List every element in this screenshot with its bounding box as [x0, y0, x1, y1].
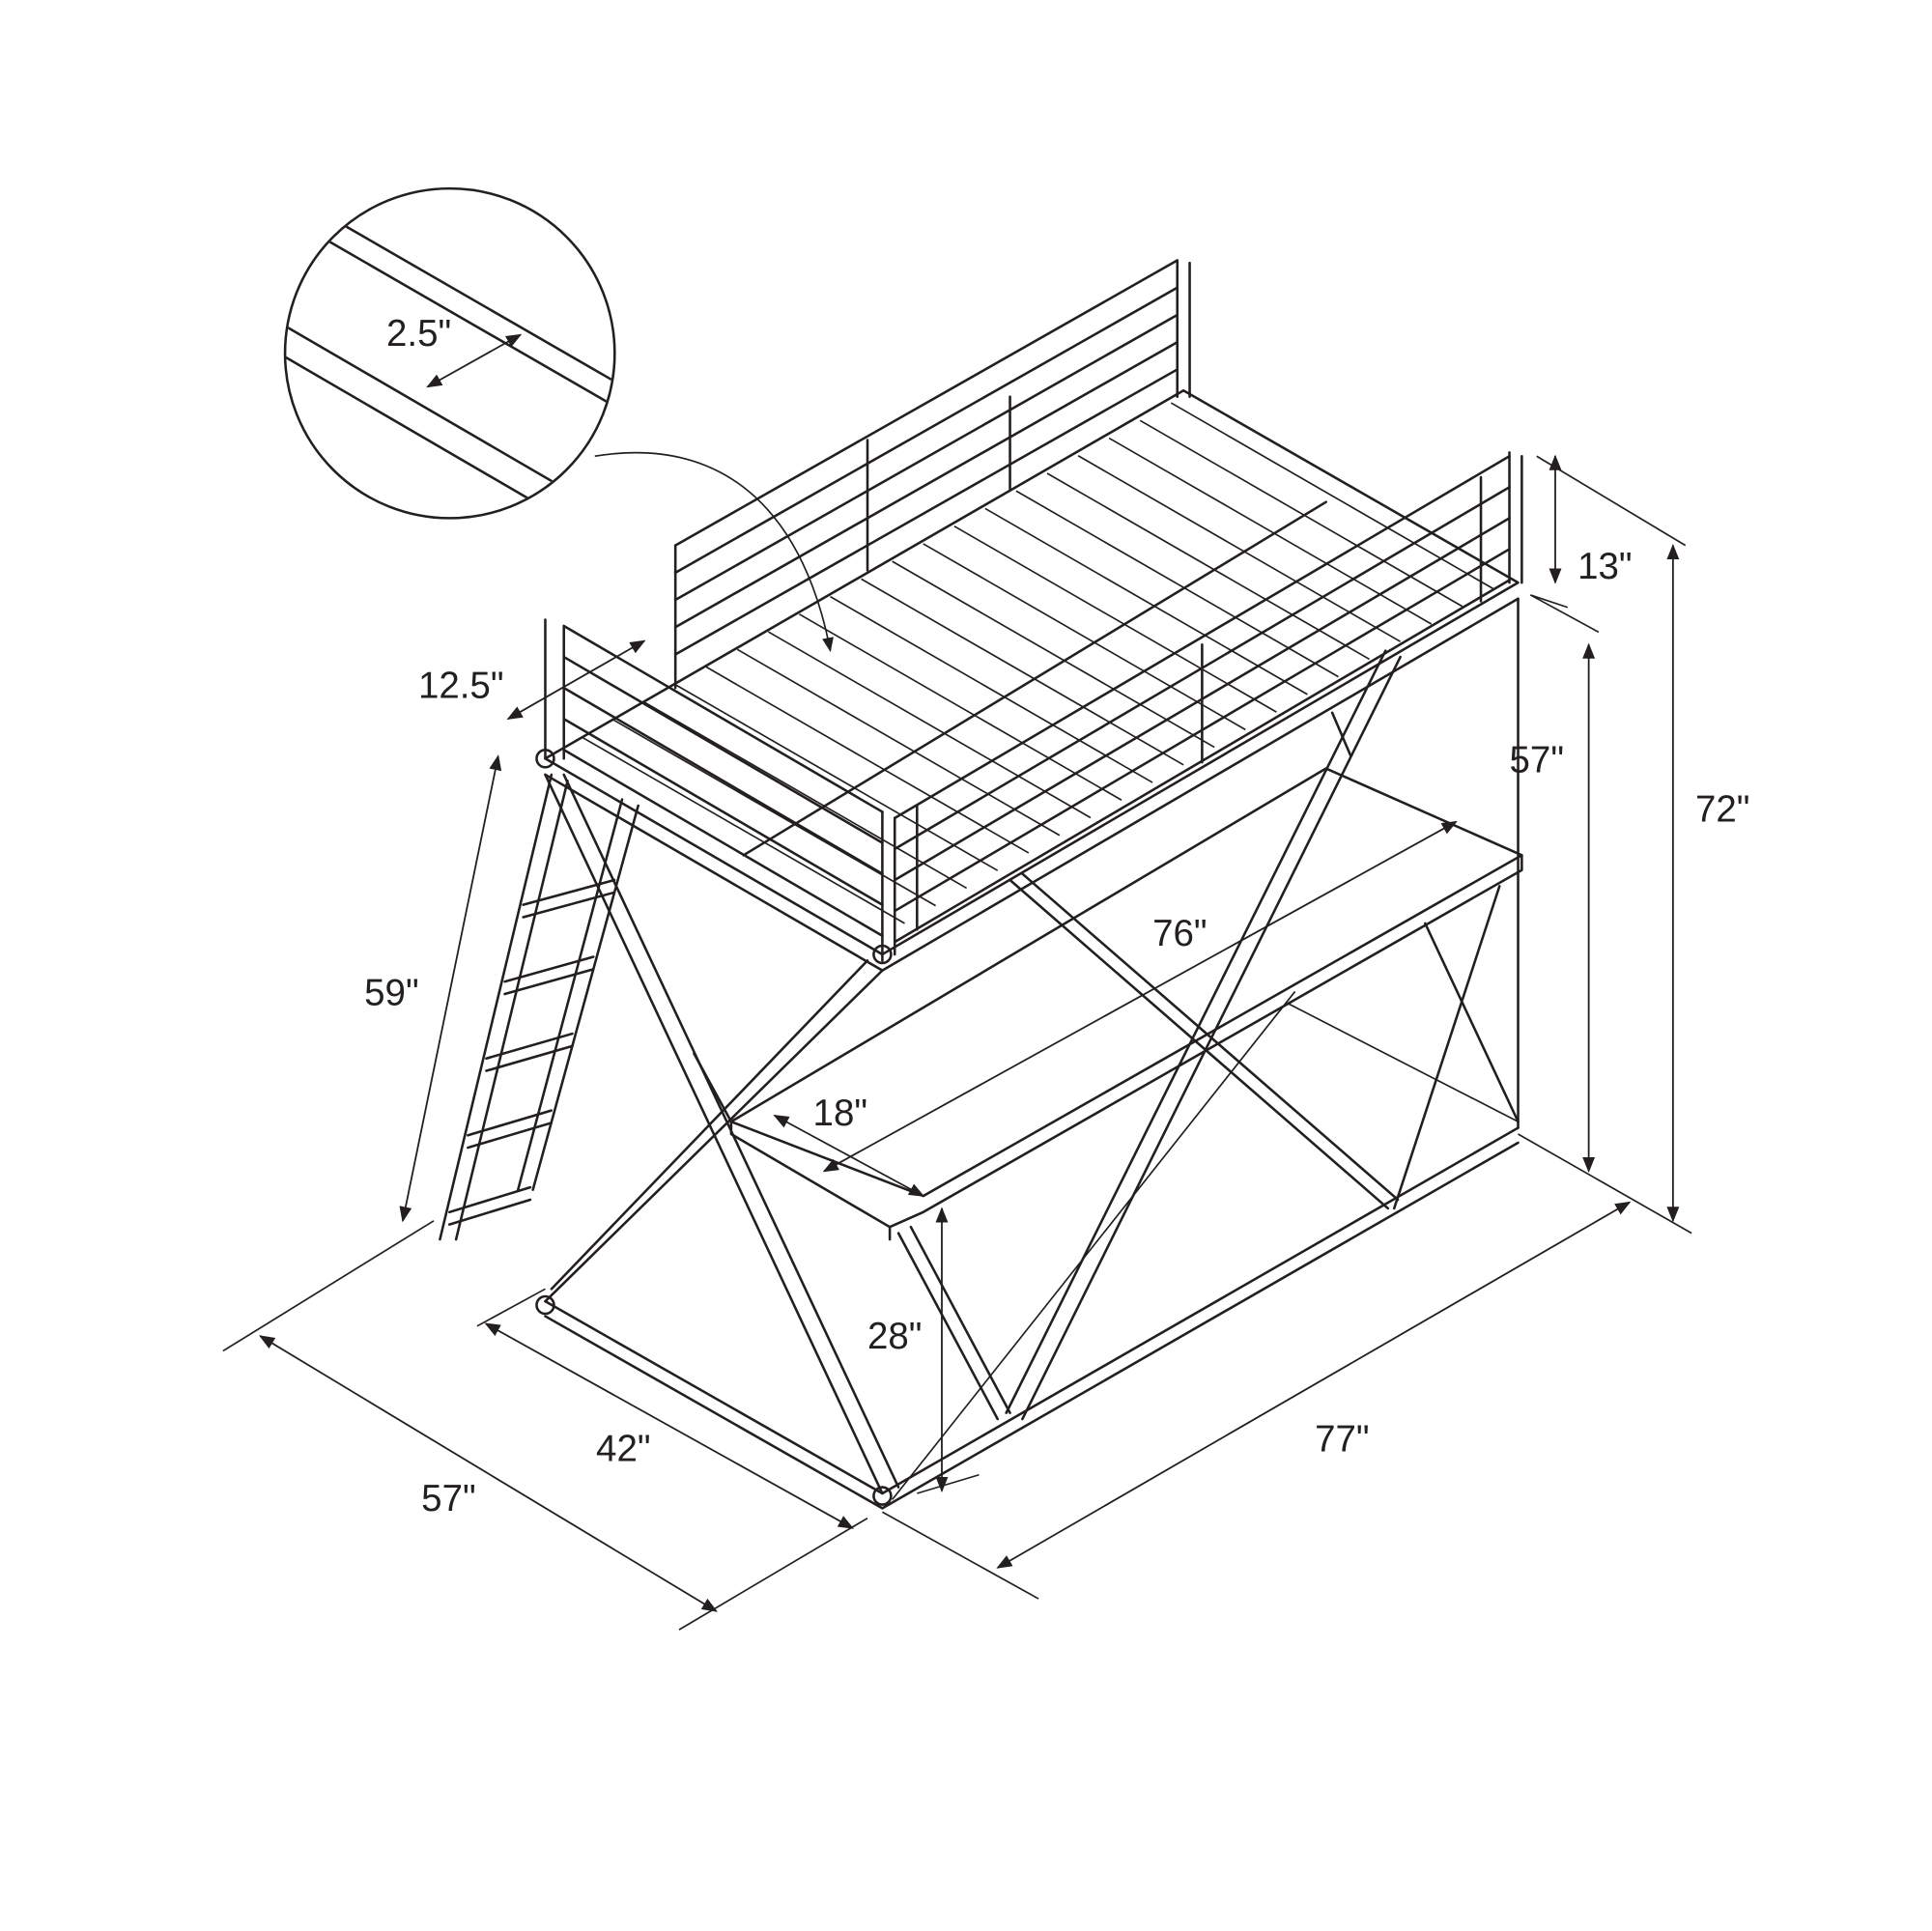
ladder-rung — [485, 1032, 574, 1060]
desk-length-label: 76" — [1152, 913, 1207, 954]
guardrail-height-label: 13" — [1577, 546, 1632, 587]
slat-width-label: 2.5" — [386, 313, 451, 355]
bed-frame — [535, 259, 1523, 1510]
bed-slat — [861, 578, 1184, 766]
bed-slat — [799, 613, 1122, 801]
back-guard-rail — [673, 340, 1179, 629]
desk-depth-label: 18" — [813, 1093, 867, 1134]
bed-slat — [705, 666, 1030, 854]
back-guard-rail — [673, 368, 1179, 656]
bed-slat — [953, 525, 1277, 713]
inner-width-label: 42" — [596, 1429, 650, 1470]
front-guard-rail — [893, 454, 1511, 820]
dimension-lines — [222, 454, 1692, 1631]
ladder-length-label: 59" — [364, 973, 418, 1014]
total-length-label: 77" — [1315, 1418, 1369, 1460]
bed-slat — [892, 560, 1215, 749]
bed-slat — [830, 595, 1153, 783]
ladder — [439, 773, 639, 1241]
bed-slat — [984, 507, 1308, 696]
side-guard-rail — [562, 655, 884, 844]
slat-detail-inset: 2.5" — [283, 186, 834, 653]
back-guard-rail — [673, 286, 1179, 575]
bed-slat — [1046, 472, 1370, 661]
ladder-rung — [503, 955, 595, 983]
ladder-rung — [522, 891, 616, 919]
bed-slat — [923, 543, 1246, 731]
back-guard-rail — [673, 259, 1179, 547]
ladder-rung — [522, 878, 616, 906]
center-support-bar — [742, 500, 1327, 857]
guardrail-gap-label: 12.5" — [418, 665, 504, 706]
bed-slat — [767, 631, 1092, 819]
bed-slat — [1077, 455, 1402, 642]
ladder-rung — [503, 968, 595, 996]
side-guard-rail — [562, 686, 884, 875]
bed-slat — [736, 648, 1061, 837]
dimension-labels: 12.5" 13" 57" 72" 59" 76" 18" 28" 42" 57… — [364, 546, 1749, 1519]
bed-slat — [1139, 419, 1463, 608]
ladder-rung — [447, 1185, 532, 1214]
ladder-rung — [467, 1109, 553, 1137]
back-guard-rail — [673, 313, 1179, 602]
bed-slat — [1170, 402, 1494, 590]
clearance-height-label: 57" — [1510, 739, 1564, 781]
bed-slat — [1015, 490, 1339, 678]
total-height-label: 72" — [1695, 789, 1749, 831]
desk-height-label: 28" — [867, 1316, 922, 1357]
total-width-label: 57" — [421, 1478, 475, 1519]
bed-slat — [1108, 437, 1433, 625]
